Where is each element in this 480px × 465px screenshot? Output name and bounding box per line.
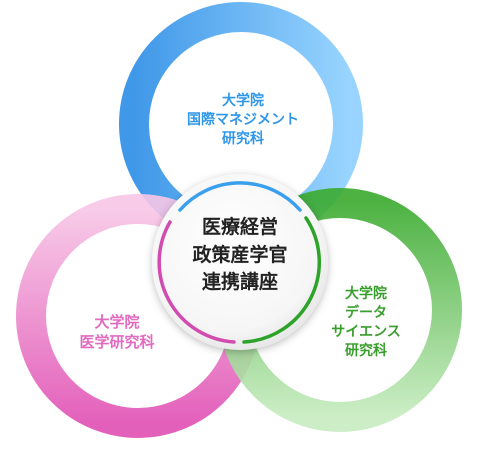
label-right-line4: 研究科	[345, 342, 387, 359]
label-top-line1: 大学院	[222, 93, 264, 109]
label-left-line1: 大学院	[94, 313, 140, 331]
center-circle	[152, 174, 328, 350]
label-right-line3: サイエンス	[331, 323, 401, 340]
label-top-line2: 国際マネジメント	[187, 111, 299, 128]
center-arc-blue	[178, 181, 302, 212]
center-arc-green	[242, 216, 321, 344]
center-arc-pink	[157, 220, 236, 344]
label-right-line2: データ	[345, 304, 387, 321]
label-international-management: 大学院 国際マネジメント 研究科	[168, 92, 318, 149]
label-left-line2: 医学研究科	[79, 333, 155, 352]
label-center-line1: 医療経営	[201, 216, 278, 238]
label-data-science: 大学院 データ サイエンス 研究科	[306, 285, 426, 361]
label-center-line2: 政策産学官	[192, 243, 288, 266]
label-center-line3: 連携講座	[201, 271, 278, 294]
label-right-line1: 大学院	[345, 286, 387, 302]
label-medical-research: 大学院 医学研究科	[52, 312, 182, 353]
label-center-course: 医療経営 政策産学官 連携講座	[175, 214, 305, 297]
label-top-line3: 研究科	[222, 130, 264, 147]
